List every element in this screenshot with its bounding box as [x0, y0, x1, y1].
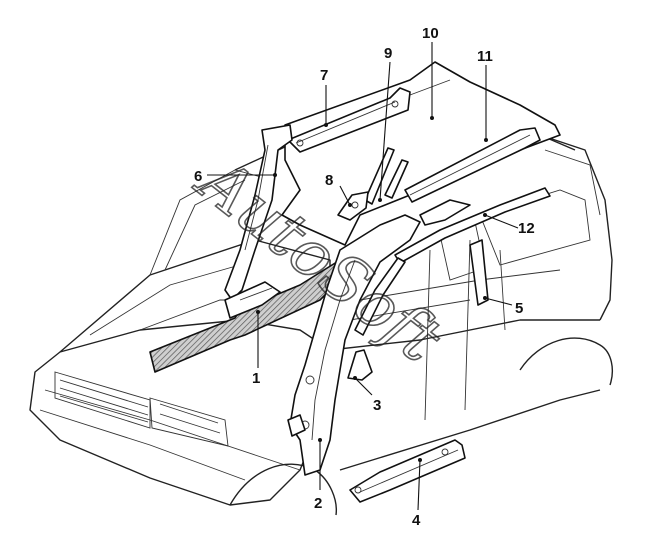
bracket-part: [337, 191, 369, 221]
callout-5: 5: [515, 300, 523, 317]
roof-side-inner-rail-part: [354, 187, 551, 336]
a-pillar-outer-part: [287, 214, 421, 476]
callout-labels: 1 2 3 4 5 6 7 8 9 10 11 12: [194, 25, 535, 529]
callout-11: 11: [477, 48, 493, 65]
callout-1: 1: [252, 370, 260, 387]
callout-8: 8: [325, 172, 333, 189]
roof-bow-part: [364, 147, 409, 205]
callout-10: 10: [422, 25, 439, 42]
callout-4: 4: [412, 512, 421, 529]
leader-lines: [207, 42, 519, 511]
callout-12: 12: [518, 220, 535, 237]
callout-7: 7: [320, 67, 328, 84]
gusset-part: [347, 349, 373, 381]
callout-2: 2: [314, 495, 322, 512]
sill-panel-part: [349, 439, 466, 503]
callout-3: 3: [373, 397, 381, 414]
roof-front-rail-part: [287, 87, 411, 153]
callout-6: 6: [194, 168, 202, 185]
roof-side-rail-part: [404, 127, 541, 203]
a-pillar-inner-part: [224, 124, 293, 301]
callout-9: 9: [384, 45, 392, 62]
b-pillar-inner-part: [469, 239, 489, 306]
